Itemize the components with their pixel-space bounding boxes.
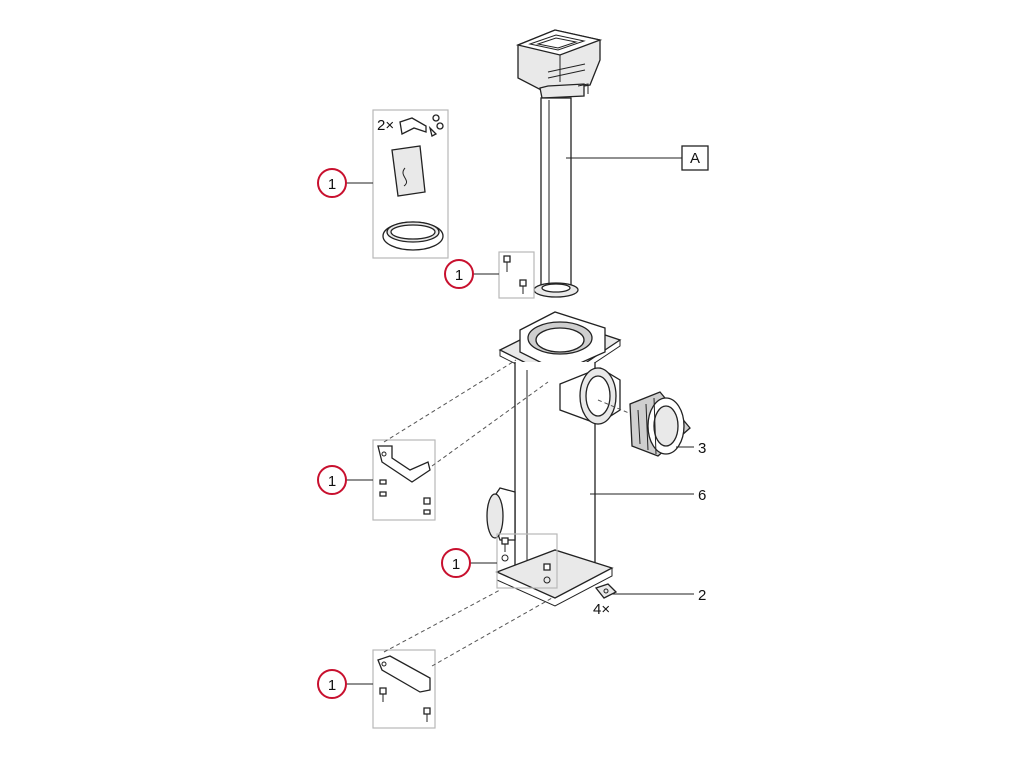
label-a: A bbox=[690, 150, 700, 167]
kit-flange-screws-box bbox=[498, 251, 535, 299]
callout-kit-lower-bracket: 1 bbox=[317, 669, 347, 699]
qty-bracket-top: 2× bbox=[377, 117, 394, 134]
part2-foot bbox=[594, 583, 618, 599]
svg-text:1: 1 bbox=[328, 473, 336, 490]
grease-bag-icon bbox=[391, 145, 426, 197]
label-part3: 3 bbox=[698, 440, 706, 457]
kit-lower-bracket-box bbox=[372, 649, 436, 729]
main-body bbox=[486, 362, 621, 584]
svg-text:1: 1 bbox=[328, 176, 336, 193]
vertical-tube bbox=[533, 97, 579, 298]
svg-text:1: 1 bbox=[328, 677, 336, 694]
lower-bracket-icon bbox=[377, 655, 431, 693]
callout-kit-top: 1 bbox=[317, 168, 347, 198]
bracket-icon bbox=[377, 445, 431, 483]
nut-icon bbox=[432, 114, 440, 122]
dash-upper-2 bbox=[431, 381, 549, 467]
label-part6: 6 bbox=[698, 487, 706, 504]
callout-kit-lower-screws: 1 bbox=[441, 548, 471, 578]
svg-text:1: 1 bbox=[455, 267, 463, 284]
control-unit bbox=[515, 29, 603, 99]
dash-lower-1 bbox=[383, 589, 501, 653]
washer-icon bbox=[436, 122, 444, 130]
callout-kit-upper-bracket: 1 bbox=[317, 465, 347, 495]
svg-text:1: 1 bbox=[452, 556, 460, 573]
qty-feet: 4× bbox=[593, 601, 610, 618]
screw-icon bbox=[428, 125, 438, 137]
callout-kit-flange-screws: 1 bbox=[444, 259, 474, 289]
label-a-box bbox=[681, 145, 709, 171]
dash-upper-1 bbox=[383, 359, 517, 443]
kit-upper-bracket-box bbox=[372, 439, 436, 521]
kit-top-box: 2× bbox=[372, 109, 449, 259]
label-part2: 2 bbox=[698, 587, 706, 604]
part3-coupling bbox=[597, 391, 691, 457]
small-bracket-icon bbox=[399, 117, 427, 135]
dash-lower-2 bbox=[431, 597, 553, 667]
kit-lower-screws-box bbox=[496, 533, 558, 589]
